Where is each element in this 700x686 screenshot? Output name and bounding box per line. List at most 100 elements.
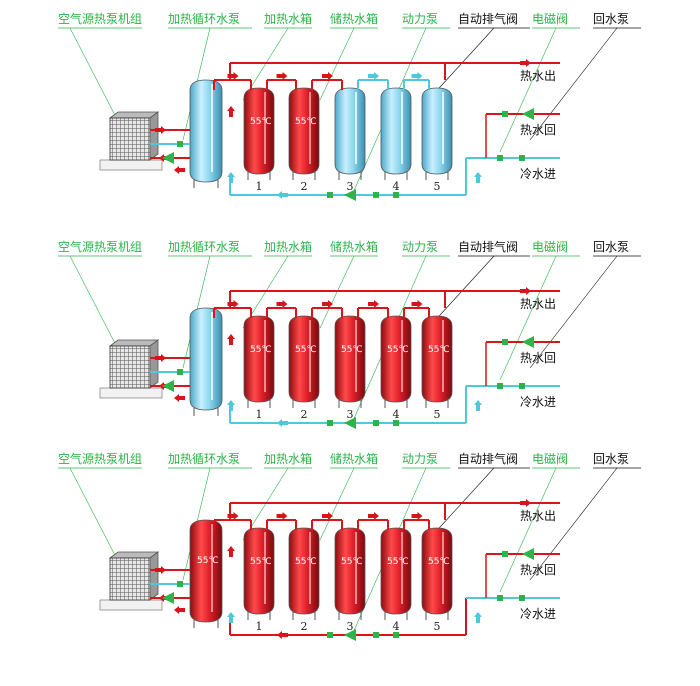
flow-arrow <box>368 72 379 80</box>
valve-icon <box>502 339 508 345</box>
pump-icon <box>522 336 534 348</box>
tank-number: 3 <box>347 408 354 421</box>
tank-body <box>380 87 412 175</box>
tank: 55℃ <box>243 527 275 620</box>
valve-icon <box>373 420 379 426</box>
tank-temperature: 55℃ <box>197 556 219 566</box>
tank <box>421 87 453 180</box>
tank-temperature: 55℃ <box>250 557 272 567</box>
tank-body <box>421 315 453 403</box>
flow-arrow <box>276 72 288 80</box>
tank: 55℃ <box>380 315 412 408</box>
tank-body <box>288 527 320 615</box>
label-return-pump: 回水泵 <box>593 452 629 466</box>
label-solenoid: 电磁阀 <box>532 239 568 254</box>
tank-temperature: 55℃ <box>295 117 317 127</box>
label-storage-tank: 储热水箱 <box>330 451 378 466</box>
valve-icon <box>497 595 503 601</box>
flow-arrow <box>322 300 333 308</box>
tank-temperature: 55℃ <box>295 557 317 567</box>
heat-pump-unit <box>99 551 163 611</box>
flow-arrow <box>474 612 482 623</box>
flow-arrow <box>174 606 185 614</box>
label-heat-pump: 空气源热泵机组 <box>58 239 142 254</box>
valve-icon <box>393 192 399 198</box>
heat-pump-side <box>149 551 159 601</box>
heat-pump-unit <box>99 111 163 171</box>
tank-temperature: 55℃ <box>250 117 272 127</box>
tank: 55℃ <box>288 87 320 180</box>
tank-body <box>334 527 366 615</box>
label-heating-tank: 加热水箱 <box>264 11 312 26</box>
tank: 55℃ <box>243 87 275 180</box>
tank: 55℃ <box>288 315 320 408</box>
heat-pump-base <box>99 159 163 171</box>
tank-number: 2 <box>301 620 308 633</box>
leader-line <box>499 467 557 593</box>
tank-temperature: 55℃ <box>428 345 450 355</box>
tank-number: 4 <box>393 408 400 421</box>
label-return-pump: 回水泵 <box>593 240 629 254</box>
tank-number: 1 <box>256 620 263 633</box>
valve-icon <box>327 632 333 638</box>
tank-number: 2 <box>301 408 308 421</box>
pump-icon <box>522 108 534 120</box>
tank-body <box>380 527 412 615</box>
leader-line <box>69 27 121 126</box>
tank-body <box>243 87 275 175</box>
label-hot-out: 热水出 <box>520 297 556 311</box>
label-hot-return: 热水回 <box>520 563 556 577</box>
pump-icon <box>162 152 174 164</box>
valve-icon <box>502 111 508 117</box>
pump-icon <box>522 548 534 560</box>
tank-body <box>334 87 366 175</box>
flow-arrow <box>411 300 423 308</box>
label-solenoid: 电磁阀 <box>532 451 568 466</box>
diagram-panel-1: 空气源热泵机组加热循环水泵加热水箱储热水箱动力泵自动排气阀电磁阀回水泵55℃15… <box>58 11 641 201</box>
heat-pump-grille <box>109 117 151 161</box>
heat-pump-grille <box>109 557 151 601</box>
valve-icon <box>327 420 333 426</box>
flow-arrow <box>411 512 423 520</box>
heat-pump-base <box>99 387 163 399</box>
flow-arrow <box>174 166 185 174</box>
valve-icon <box>177 141 183 147</box>
label-solenoid: 电磁阀 <box>532 11 568 26</box>
label-power-pump: 动力泵 <box>402 452 438 466</box>
valve-icon <box>502 551 508 557</box>
flow-arrow <box>155 126 166 134</box>
tank-temperature: 55℃ <box>387 345 409 355</box>
tank <box>189 307 223 416</box>
tank-temperature: 55℃ <box>428 557 450 567</box>
label-heating-tank: 加热水箱 <box>264 451 312 466</box>
tank-number: 1 <box>256 408 263 421</box>
flow-arrow <box>174 394 185 402</box>
label-return-pump: 回水泵 <box>593 12 629 26</box>
tank-body <box>421 87 453 175</box>
pump-icon <box>344 417 356 429</box>
flow-arrow <box>411 72 423 80</box>
tank-temperature: 55℃ <box>295 345 317 355</box>
label-cold-in: 冷水进 <box>520 607 556 621</box>
tank-body <box>243 527 275 615</box>
flow-arrow <box>277 191 288 199</box>
tank-number: 5 <box>434 620 441 633</box>
flow-arrow <box>227 334 235 345</box>
valve-icon <box>519 155 525 161</box>
leader-line <box>499 27 557 153</box>
valve-icon <box>373 192 379 198</box>
tank <box>380 87 412 180</box>
valve-icon <box>373 632 379 638</box>
label-heat-pump: 空气源热泵机组 <box>58 451 142 466</box>
flow-arrow <box>474 400 482 411</box>
tank-body <box>189 307 223 411</box>
flow-arrow <box>322 72 333 80</box>
tank: 55℃ <box>189 519 223 628</box>
flow-arrow <box>227 612 235 623</box>
label-heat-pump: 空气源热泵机组 <box>58 11 142 26</box>
leader-line <box>69 467 121 566</box>
tank: 55℃ <box>421 527 453 620</box>
flow-arrow <box>227 512 239 520</box>
label-storage-tank: 储热水箱 <box>330 239 378 254</box>
